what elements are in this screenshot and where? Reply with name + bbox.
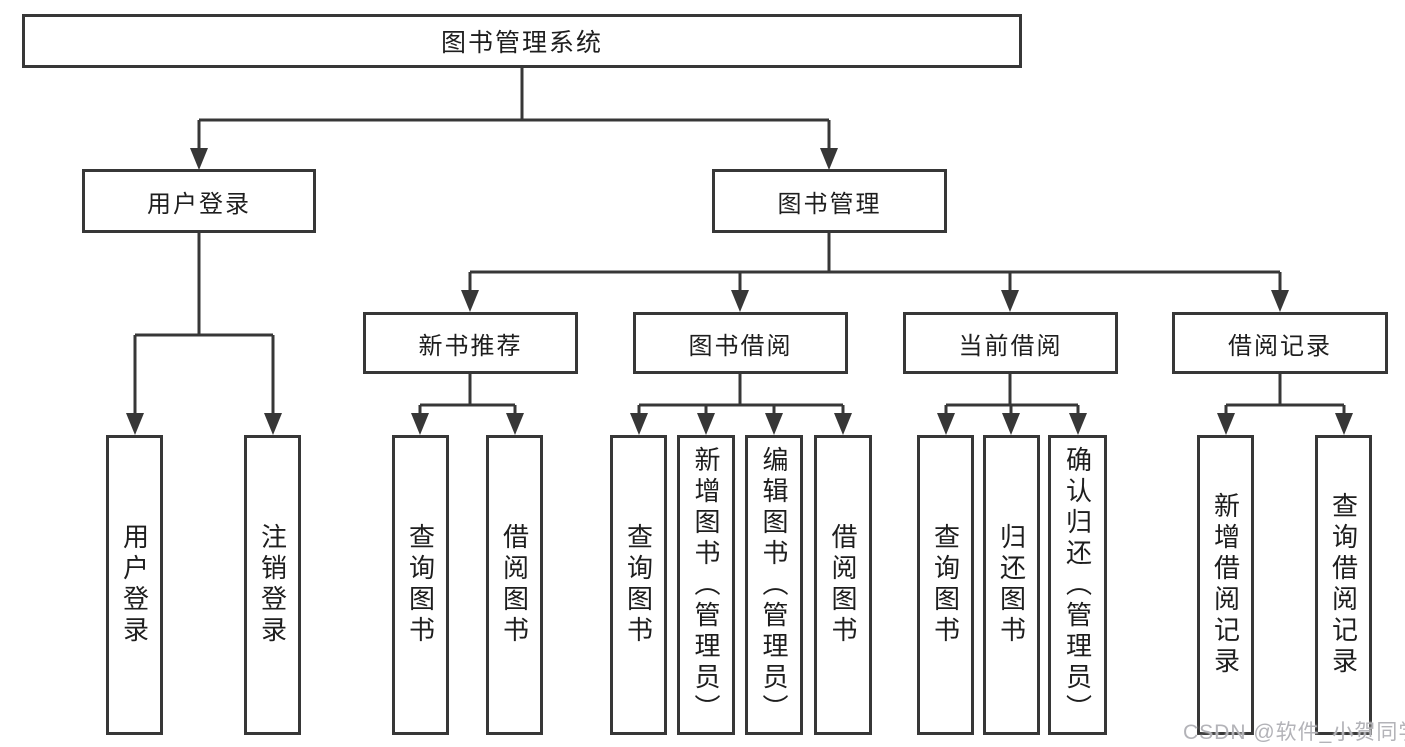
node-user-login: 用户登录	[82, 169, 316, 233]
leaf-query-borrow-record: 查询借阅记录	[1315, 435, 1372, 735]
node-borrow-records: 借阅记录	[1172, 312, 1388, 374]
leaf-borrow-books: 借阅图书	[814, 435, 872, 735]
leaf-return-books: 归还图书	[983, 435, 1040, 735]
node-book-management: 图书管理	[712, 169, 947, 233]
leaf-user-login: 用户登录	[106, 435, 163, 735]
leaf-recommend-borrow-books: 借阅图书	[486, 435, 543, 735]
leaf-borrow-query-books: 查询图书	[610, 435, 667, 735]
leaf-logout: 注销登录	[244, 435, 301, 735]
node-new-book-recommend: 新书推荐	[363, 312, 578, 374]
node-root-system: 图书管理系统	[22, 14, 1022, 68]
leaf-confirm-return-admin: 确认归还（管理员）	[1048, 435, 1107, 735]
node-book-borrow: 图书借阅	[633, 312, 848, 374]
leaf-current-query-books: 查询图书	[917, 435, 974, 735]
leaf-recommend-query-books: 查询图书	[392, 435, 449, 735]
csdn-watermark: CSDN @软件_小贺同学	[1183, 721, 1405, 744]
leaf-add-books-admin: 新增图书（管理员）	[677, 435, 735, 735]
arrowhead-icons	[126, 148, 1353, 435]
node-current-borrow: 当前借阅	[903, 312, 1118, 374]
leaf-add-borrow-record: 新增借阅记录	[1197, 435, 1254, 735]
leaf-edit-books-admin: 编辑图书（管理员）	[745, 435, 803, 735]
